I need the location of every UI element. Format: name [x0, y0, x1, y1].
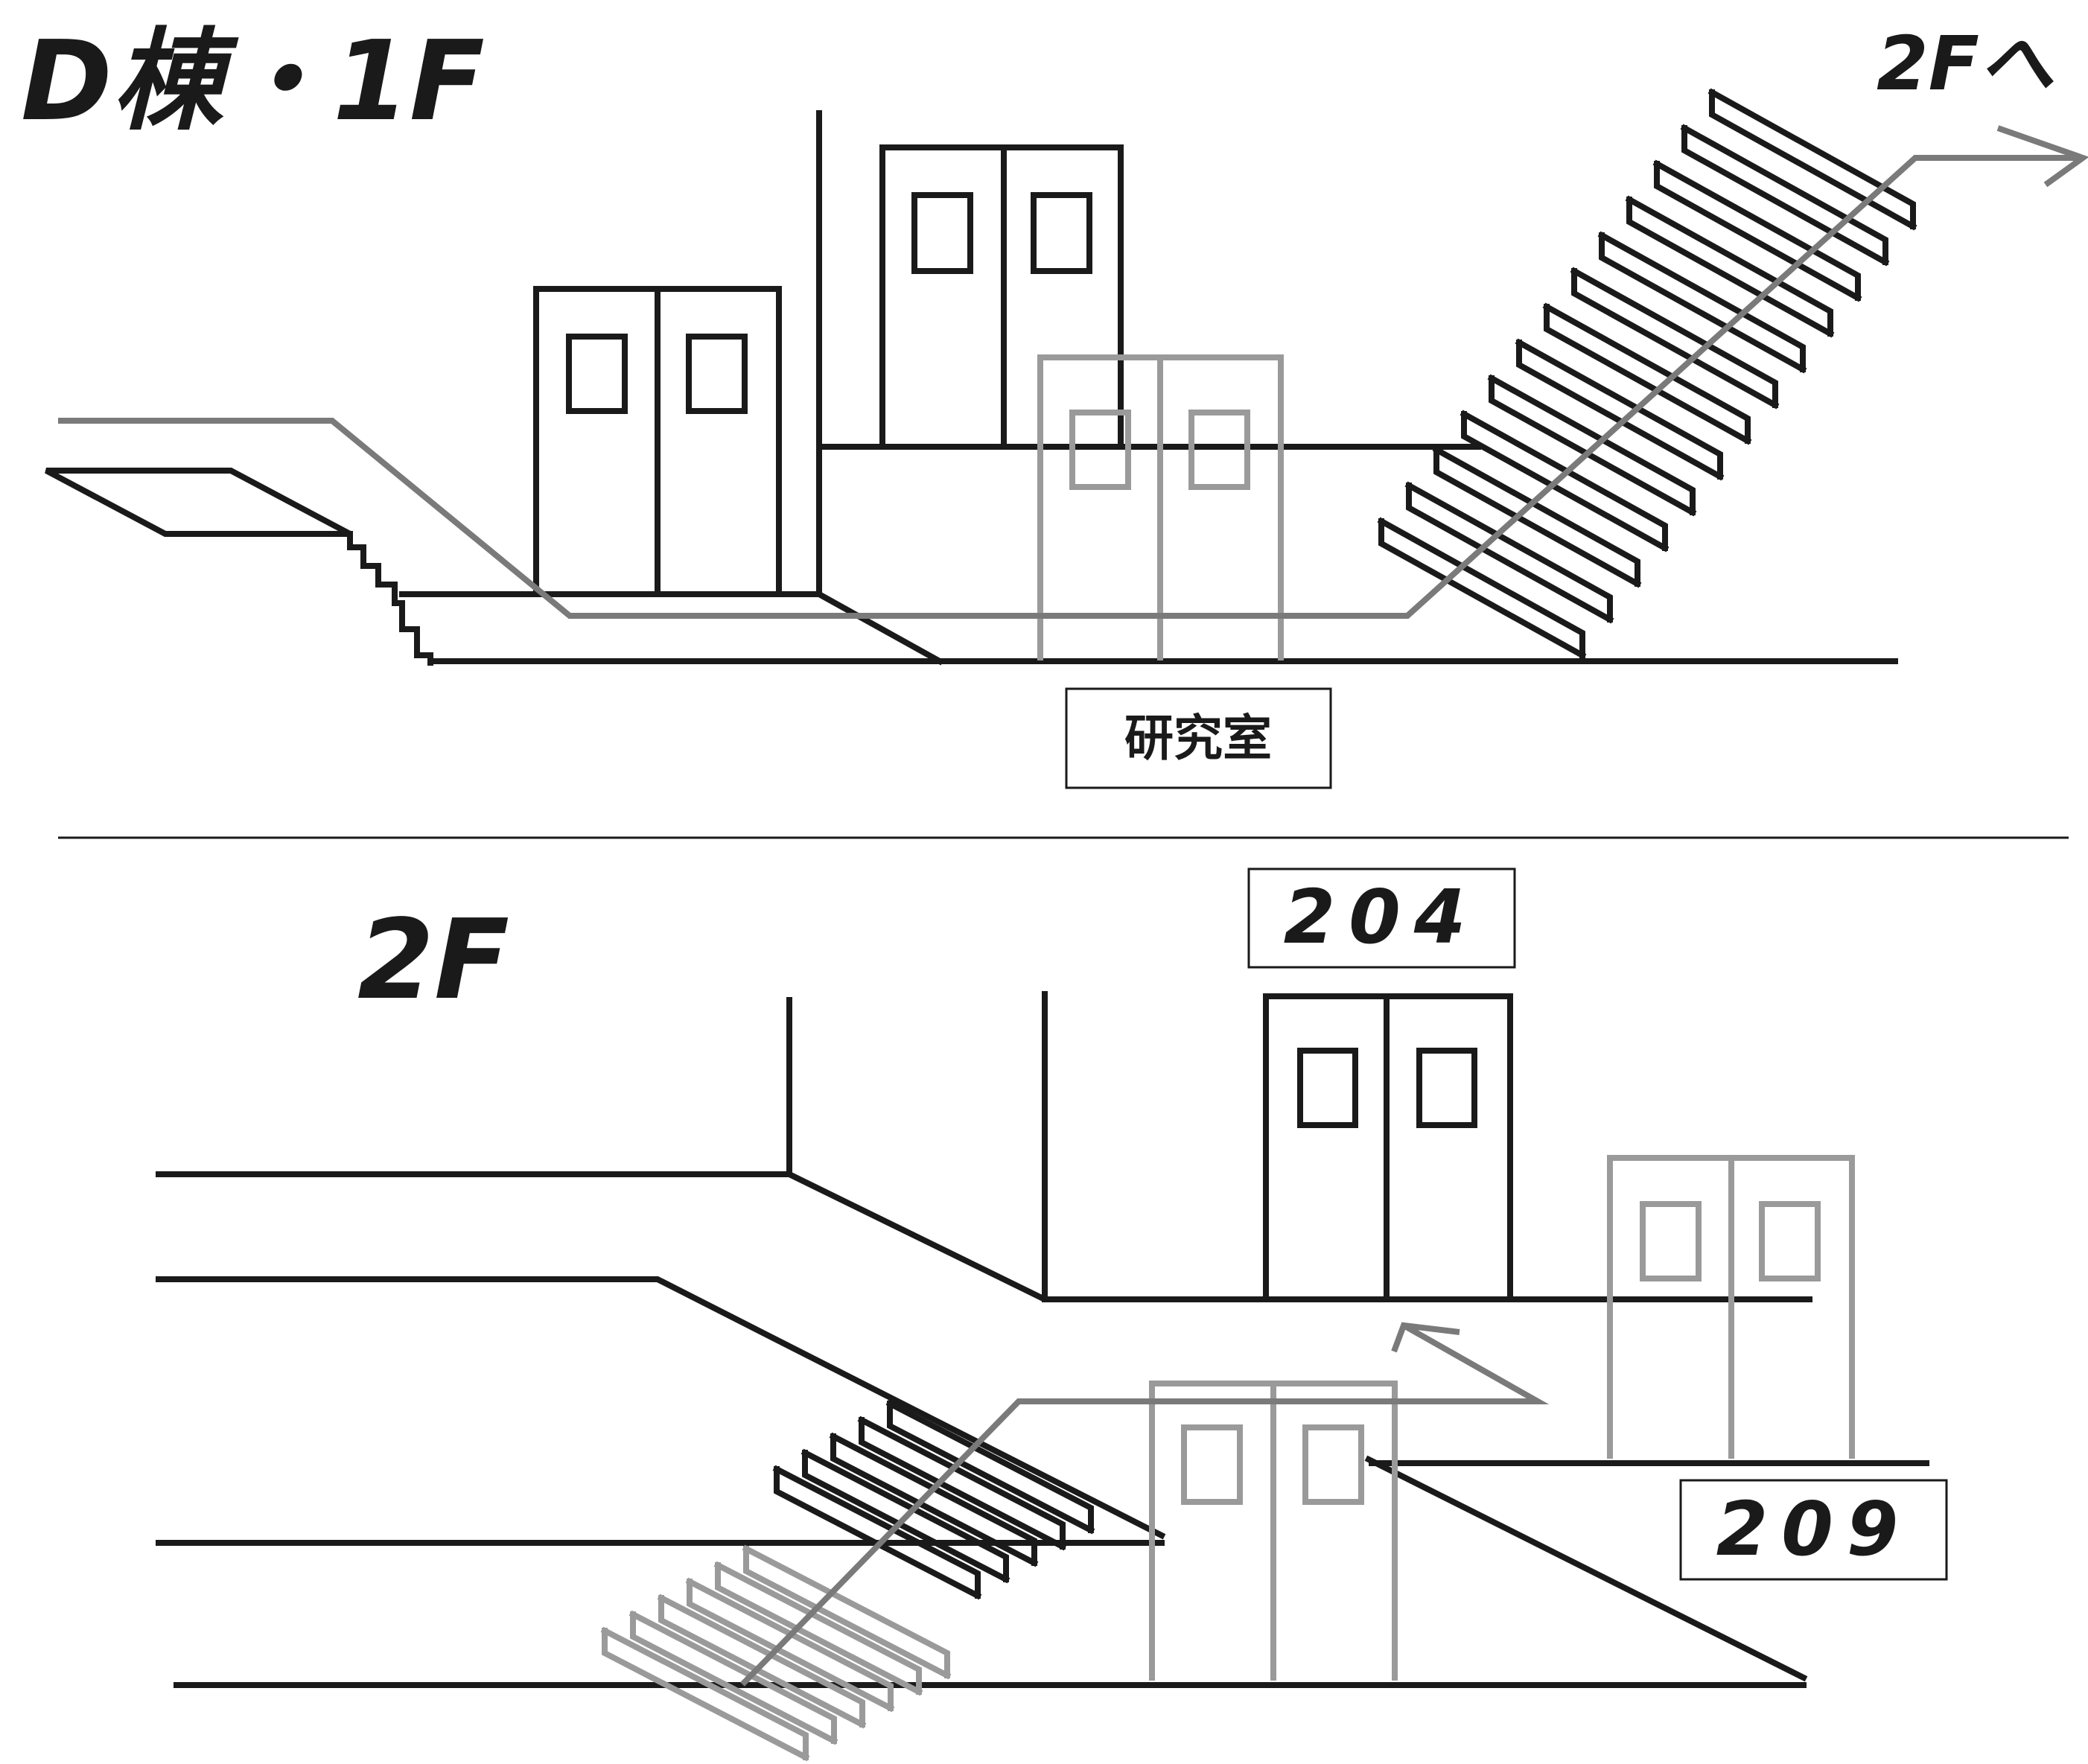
stair-step	[1404, 481, 1614, 624]
door-upper	[879, 144, 1124, 448]
stair-step	[713, 1561, 923, 1696]
left-landing-steps	[347, 531, 433, 666]
stair-step	[600, 1626, 810, 1762]
stair-step	[628, 1610, 838, 1745]
stair-step	[857, 1416, 1067, 1551]
room-204-door	[1263, 993, 1513, 1299]
room-209-label-box	[1679, 1479, 1948, 1581]
floor1-title: D棟・1F	[21, 17, 485, 145]
route-1f	[58, 155, 2083, 619]
staircase-1f	[1377, 88, 1917, 660]
stair-step	[1652, 159, 1862, 302]
staircase-2f-upper	[772, 1399, 1095, 1600]
room-204-label-box	[1247, 867, 1516, 969]
stair-step	[685, 1577, 895, 1713]
stair-step	[1707, 88, 1917, 231]
stair-step	[885, 1399, 1095, 1535]
floor2-title: 2F	[357, 896, 509, 1024]
corridor-upper	[156, 1171, 1812, 1302]
door-left	[533, 286, 782, 593]
route-1f-arrowhead	[1996, 125, 2088, 188]
stair-step	[1487, 374, 1697, 517]
stair-step	[1377, 517, 1587, 660]
corridor-middle	[156, 1276, 1166, 1540]
front-platform	[399, 591, 944, 666]
ramp-right	[1364, 1455, 1929, 1682]
room-209-door	[1607, 1155, 1855, 1459]
stair-step	[800, 1448, 1010, 1584]
stair-step	[1515, 338, 1725, 481]
stair-step	[1460, 410, 1670, 553]
stair-step	[742, 1544, 952, 1680]
stair-step	[829, 1432, 1039, 1567]
route-2f-arrowhead	[1391, 1322, 1460, 1353]
stair-step	[1597, 231, 1807, 374]
route-2f	[740, 1322, 1550, 1687]
door-front-2f	[1149, 1381, 1398, 1681]
room-209-label: 209	[1716, 1486, 1912, 1573]
stair-step	[657, 1593, 867, 1729]
staircase-2f-lower	[600, 1544, 952, 1762]
lab-door	[1037, 354, 1284, 660]
lab-label-box	[1065, 687, 1332, 789]
left-landing	[45, 468, 351, 537]
room-204-label: 204	[1284, 873, 1480, 961]
stair-step	[772, 1465, 982, 1600]
to-2f-label: 2Fへ	[1877, 20, 2054, 107]
stair-step	[1570, 267, 1780, 410]
stair-step	[1432, 445, 1642, 588]
stair-step	[1680, 124, 1890, 267]
lab-label: 研究室	[1124, 710, 1272, 767]
stair-step	[1542, 302, 1752, 445]
